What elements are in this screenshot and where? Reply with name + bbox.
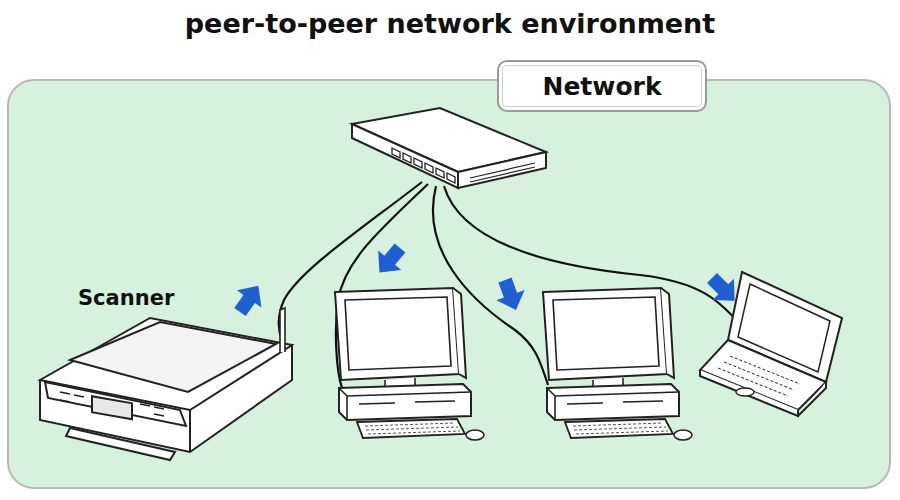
device-label: Scanner bbox=[78, 286, 174, 310]
node-label: Network bbox=[542, 72, 661, 101]
network-switch bbox=[352, 108, 546, 188]
scanner-device bbox=[40, 308, 292, 460]
data-flow-arrow bbox=[228, 238, 746, 320]
network-panel bbox=[8, 80, 890, 488]
diagram-title: peer-to-peer network environment bbox=[0, 8, 900, 39]
network-label-box: Network bbox=[497, 60, 707, 112]
